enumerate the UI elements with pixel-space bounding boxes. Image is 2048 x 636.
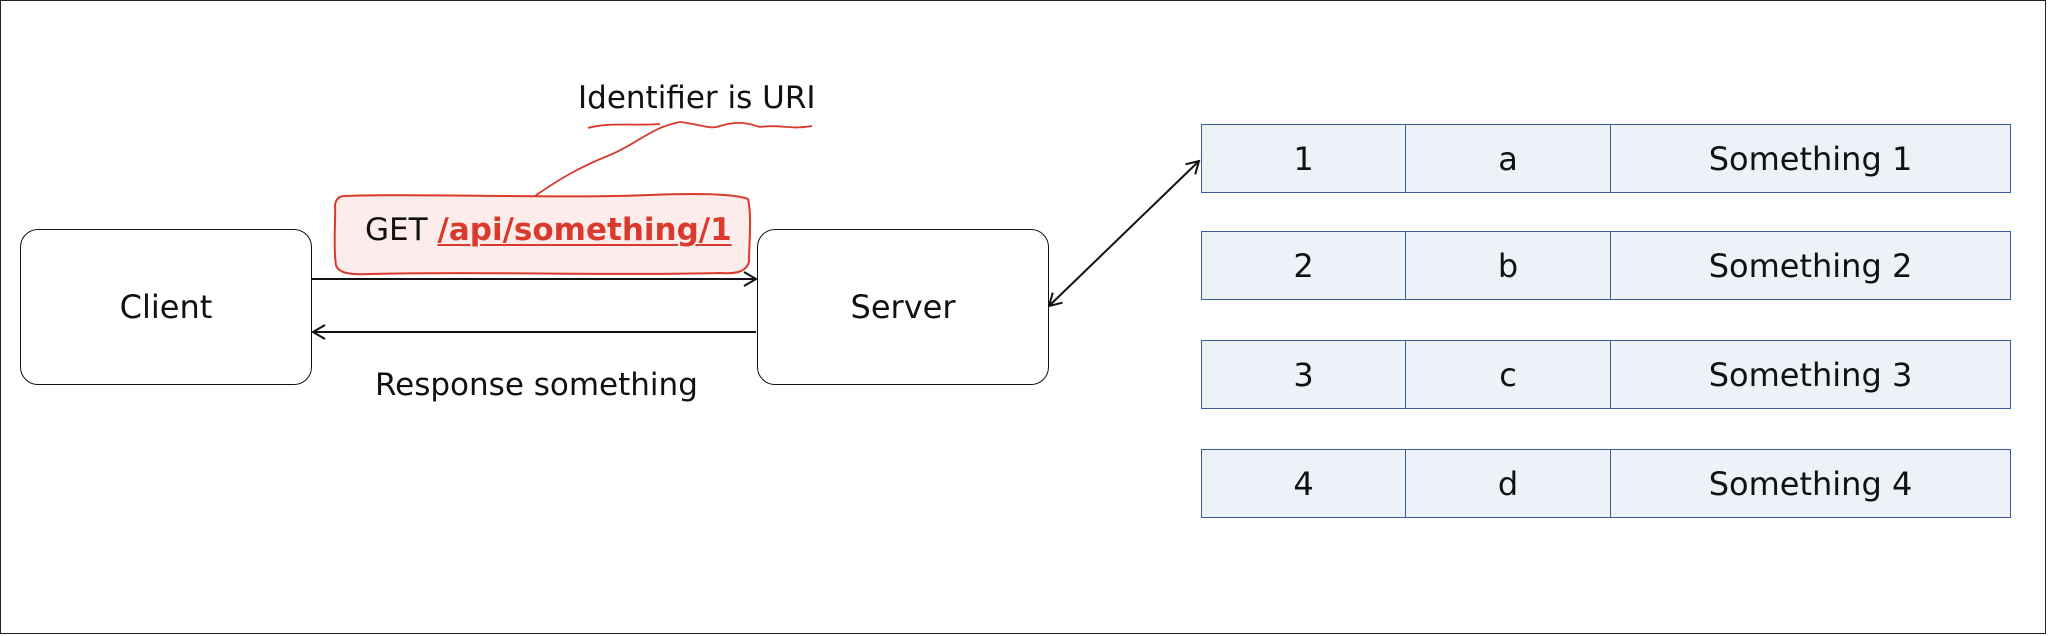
table-row: 3 c Something 3 [1201,340,2011,409]
server-table-arrow [1047,159,1201,308]
table-row: 2 b Something 2 [1201,231,2011,300]
annotation-leader [534,121,813,197]
request-method: GET [365,212,428,248]
row-key-cell: c [1406,341,1611,408]
request-uri: /api/something/1 [437,212,732,248]
row-key-cell: d [1406,450,1611,517]
table-row: 1 a Something 1 [1201,124,2011,193]
annotation-text: Identifier is URI [578,80,816,116]
row-value-cell: Something 4 [1708,464,1913,503]
row-value-cell: Something 2 [1708,246,1913,285]
annotation-underline [587,123,661,129]
row-id-cell: 1 [1202,125,1406,192]
client-label: Client [119,288,213,326]
row-key-cell: a [1406,125,1611,192]
response-label: Response something [375,367,698,403]
request-label: GET/api/something/1 [365,212,732,248]
row-id-cell: 4 [1202,450,1406,517]
server-label: Server [850,288,956,326]
server-node: Server [757,229,1049,385]
row-value-cell: Something 1 [1708,139,1913,178]
row-value-cell: Something 3 [1708,355,1913,394]
table-row: 4 d Something 4 [1201,449,2011,518]
request-highlight [333,193,752,276]
client-node: Client [20,229,312,385]
row-id-cell: 3 [1202,341,1406,408]
row-id-cell: 2 [1202,232,1406,299]
row-key-cell: b [1406,232,1611,299]
